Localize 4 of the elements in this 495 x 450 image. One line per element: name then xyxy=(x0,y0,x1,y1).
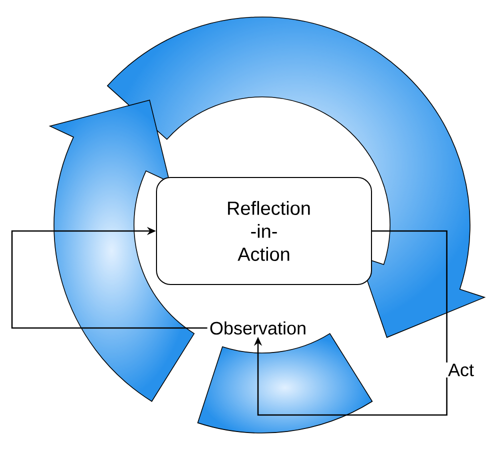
process-label: Act xyxy=(448,364,474,376)
process-box: Reflection -in- Action xyxy=(156,177,372,285)
process-label: Observation xyxy=(207,319,309,337)
arrow xyxy=(11,226,208,329)
